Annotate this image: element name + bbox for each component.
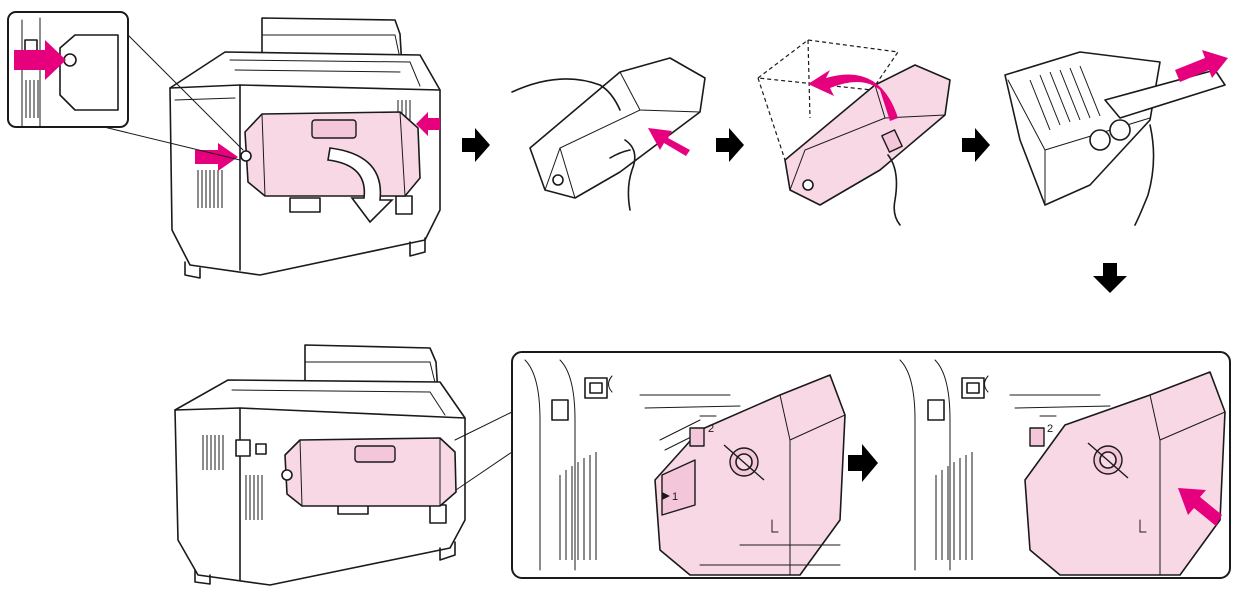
- step1-printer-rear: [7, 11, 441, 279]
- step4-remove-jammed-paper: [1004, 50, 1228, 226]
- inset-push-arrow: [14, 40, 66, 80]
- step5-printer-reattached: [174, 344, 513, 586]
- step4-pull-arrow: [1175, 50, 1228, 82]
- step-arrow-down: [1093, 263, 1127, 293]
- step2-release-latch: [511, 57, 706, 211]
- detail-panel-locked: 2: [899, 359, 1226, 576]
- lock-detail-callout: 1 2 2: [511, 351, 1231, 579]
- step1-pull-curve-arrow: [327, 147, 394, 224]
- detail-panel-unlocked: 1 2: [524, 359, 846, 576]
- port-connector: [289, 197, 321, 213]
- step1-unit-handle: [311, 119, 357, 139]
- lock-marker-label-2b: 2: [1047, 423, 1053, 435]
- step3-lift-curve-arrow: [808, 70, 898, 121]
- step-arrow-3: [962, 128, 990, 162]
- detail-left-lever: [689, 427, 705, 447]
- detail-push-in-arrow: [1178, 488, 1222, 526]
- step2-hand-right: [624, 139, 636, 211]
- step2-push-arrow: [648, 128, 690, 156]
- step2-hand-top: [511, 78, 621, 111]
- detail-right-unit: [1024, 371, 1226, 576]
- step4-jammed-paper: [1104, 69, 1226, 119]
- callout-leader-bottom: [455, 451, 513, 491]
- lock-marker-label-2a: 2: [708, 423, 714, 435]
- step5-duplex-unit: [284, 437, 457, 507]
- step1-push-arrow-left: [195, 143, 238, 171]
- step-arrow-2: [716, 128, 744, 162]
- lock-marker-label-1: 1: [672, 491, 678, 503]
- step1-knob-inset: [7, 11, 244, 161]
- lock-icon: [551, 399, 569, 421]
- detail-step-arrow: [848, 444, 878, 482]
- power-socket: [395, 195, 413, 215]
- step3-open-cover: [756, 39, 951, 226]
- step-arrow-1: [462, 128, 490, 162]
- callout-leader-top: [454, 411, 513, 441]
- step1-push-arrow-right: [416, 112, 440, 136]
- step1-knob: [240, 150, 252, 162]
- detail-right-lever: [1029, 427, 1045, 447]
